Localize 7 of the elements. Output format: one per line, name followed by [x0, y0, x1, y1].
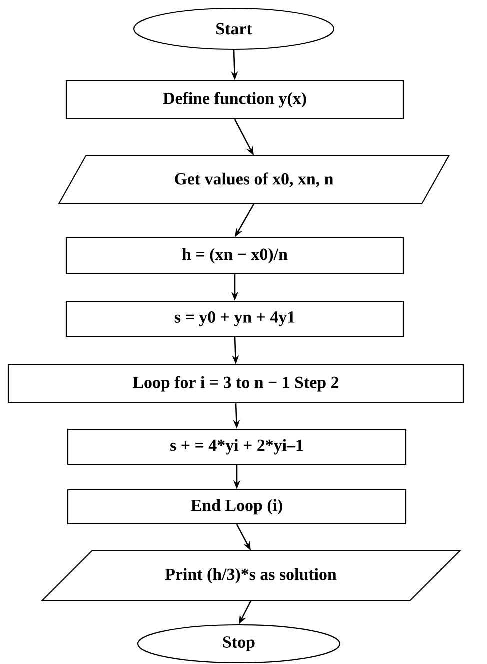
process-box: Loop for i = 3 to n − 1 Step 2: [8, 364, 464, 404]
process-box: End Loop (i): [67, 489, 407, 525]
process-box: s = y0 + yn + 4y1: [66, 300, 404, 338]
process-box: h = (xn − x0)/n: [66, 237, 404, 275]
process-box: Define function y(x): [66, 80, 404, 120]
io-parallelogram: Get values of x0, xn, n: [58, 155, 450, 205]
process-box: s + = 4*yi + 2*yi–1: [67, 428, 407, 466]
